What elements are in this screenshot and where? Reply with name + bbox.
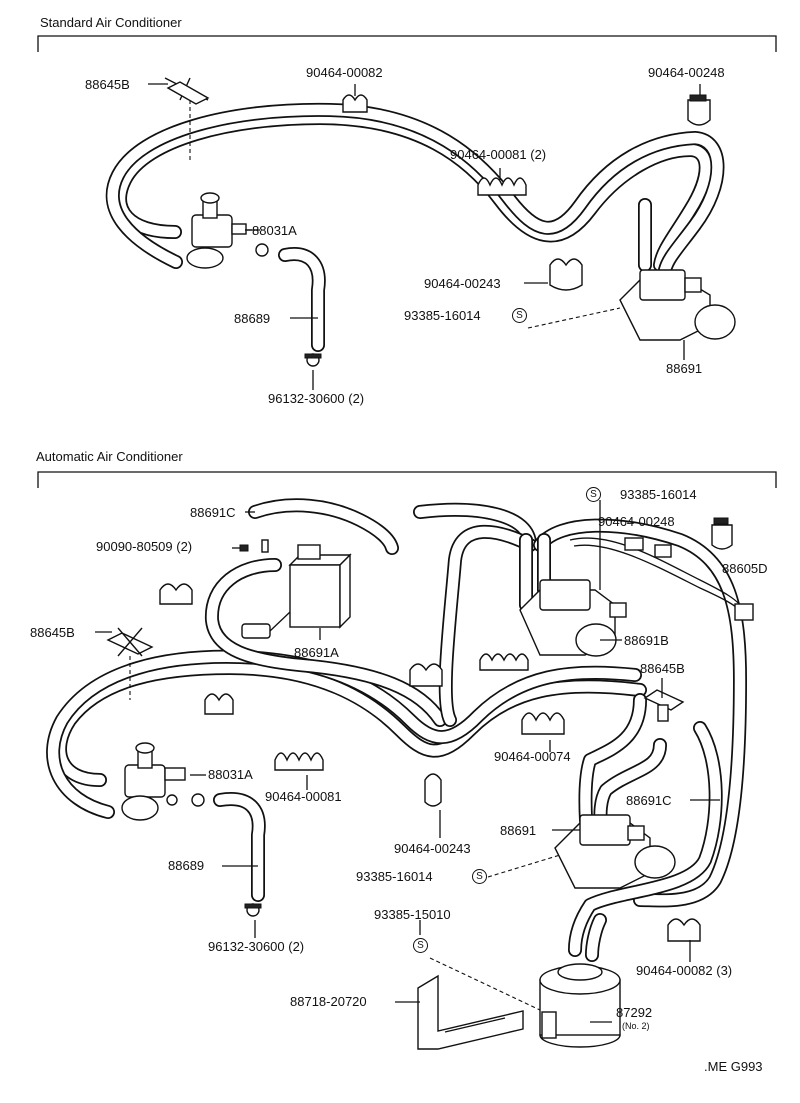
label-std-88691: 88691	[666, 361, 703, 376]
automatic-88031A-part	[121, 742, 205, 821]
automatic-section-bracket	[37, 471, 777, 488]
label-auto-90464-00082: 90464-00082 (3)	[636, 963, 733, 978]
automatic-88605D-part	[569, 517, 754, 621]
standard-88645B-part	[148, 77, 210, 160]
auto-s-symbol-top: S	[586, 487, 601, 502]
label-std-90464-00082: 90464-00082	[306, 65, 383, 80]
label-auto-90090-80509: 90090-80509 (2)	[96, 539, 193, 554]
auto-s-symbol-low: S	[413, 938, 428, 953]
std-s-symbol: S	[512, 308, 527, 323]
label-std-88645B: 88645B	[85, 77, 130, 92]
label-std-90464-00081: 90464-00081 (2)	[450, 147, 547, 162]
label-auto-90464-00074: 90464-00074	[494, 749, 571, 764]
label-auto-88645B-left: 88645B	[30, 625, 75, 640]
label-std-88031A: 88031A	[252, 223, 297, 238]
automatic-88645B-left-part	[106, 627, 154, 700]
standard-section-bracket	[37, 35, 777, 52]
label-auto-88691C-right: 88691C	[626, 793, 672, 808]
automatic-88691A-part	[241, 539, 352, 639]
label-auto-87292-sub: (No. 2)	[622, 1021, 650, 1031]
label-auto-88691C-top: 88691C	[190, 505, 236, 520]
label-auto-88691B: 88691B	[624, 633, 669, 648]
label-std-90464-00248: 90464-00248	[648, 65, 725, 80]
standard-clips	[304, 84, 711, 367]
label-auto-88645B-right: 88645B	[640, 661, 685, 676]
automatic-88691-part	[487, 814, 676, 889]
label-std-93385-16014: 93385-16014	[404, 308, 481, 323]
standard-88031A-part	[186, 192, 269, 269]
label-std-90464-00243: 90464-00243	[424, 276, 501, 291]
label-auto-87292: 87292	[616, 1005, 653, 1020]
standard-section-title: Standard Air Conditioner	[40, 15, 182, 30]
standard-88691-part	[527, 269, 736, 360]
automatic-88691C-right-hose	[568, 693, 723, 962]
automatic-88691B-part	[519, 579, 627, 657]
label-auto-88605D: 88605D	[722, 561, 768, 576]
label-auto-88691: 88691	[500, 823, 537, 838]
label-auto-96132-30600: 96132-30600 (2)	[208, 939, 305, 954]
label-auto-88718-20720: 88718-20720	[290, 994, 367, 1009]
label-auto-90464-00243: 90464-00243	[394, 841, 471, 856]
automatic-88689-hose	[213, 792, 266, 902]
automatic-87292-part	[429, 957, 621, 1048]
label-auto-93385-16014-mid: 93385-16014	[356, 869, 433, 884]
label-auto-88691A: 88691A	[294, 645, 339, 660]
label-auto-88689: 88689	[168, 858, 205, 873]
automatic-main-hose	[46, 502, 747, 908]
automatic-88718-20720-part	[417, 974, 524, 1050]
standard-88689-hose	[278, 247, 326, 352]
label-auto-93385-15010: 93385-15010	[374, 907, 451, 922]
automatic-section-title: Automatic Air Conditioner	[36, 449, 183, 464]
label-auto-90464-00248: 90464-00248	[598, 514, 675, 529]
label-auto-93385-16014-top: 93385-16014	[620, 487, 697, 502]
standard-main-hose	[105, 102, 725, 277]
label-std-96132-30600: 96132-30600 (2)	[268, 391, 365, 406]
automatic-88691C-top-hose	[248, 498, 399, 555]
automatic-88645B-right-part	[643, 689, 685, 722]
automatic-clips	[159, 544, 701, 942]
diagram-code: .ME G993	[704, 1059, 763, 1074]
label-auto-90464-00081: 90464-00081	[265, 789, 342, 804]
auto-s-symbol-mid: S	[472, 869, 487, 884]
label-auto-88031A: 88031A	[208, 767, 253, 782]
leader-lines	[95, 229, 720, 1023]
label-std-88689: 88689	[234, 311, 271, 326]
